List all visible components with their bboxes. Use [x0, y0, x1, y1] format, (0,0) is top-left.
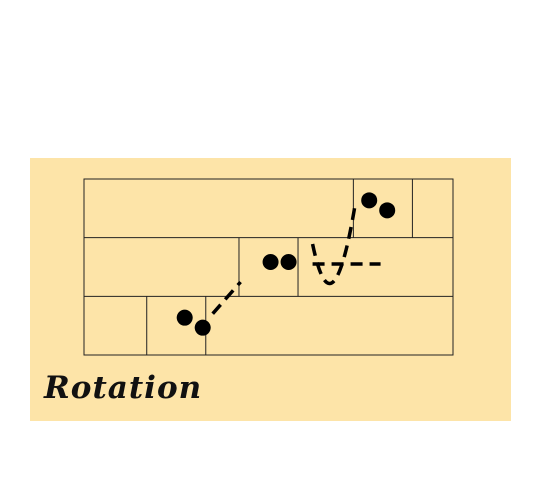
- bead-1b: [194, 319, 211, 336]
- rotation-diagram-panel: Rotation: [30, 158, 511, 421]
- bead-2b: [280, 254, 297, 270]
- bead-2a: [262, 254, 279, 270]
- diagram-caption: Rotation: [44, 370, 203, 406]
- bead-3a: [361, 192, 378, 209]
- grid-frame: [83, 178, 454, 356]
- bead-1a: [176, 309, 193, 326]
- rotation-diagram: [30, 158, 511, 421]
- dashed-path-1: [211, 280, 242, 315]
- bead-3b: [379, 202, 396, 219]
- panel-background: [30, 158, 511, 421]
